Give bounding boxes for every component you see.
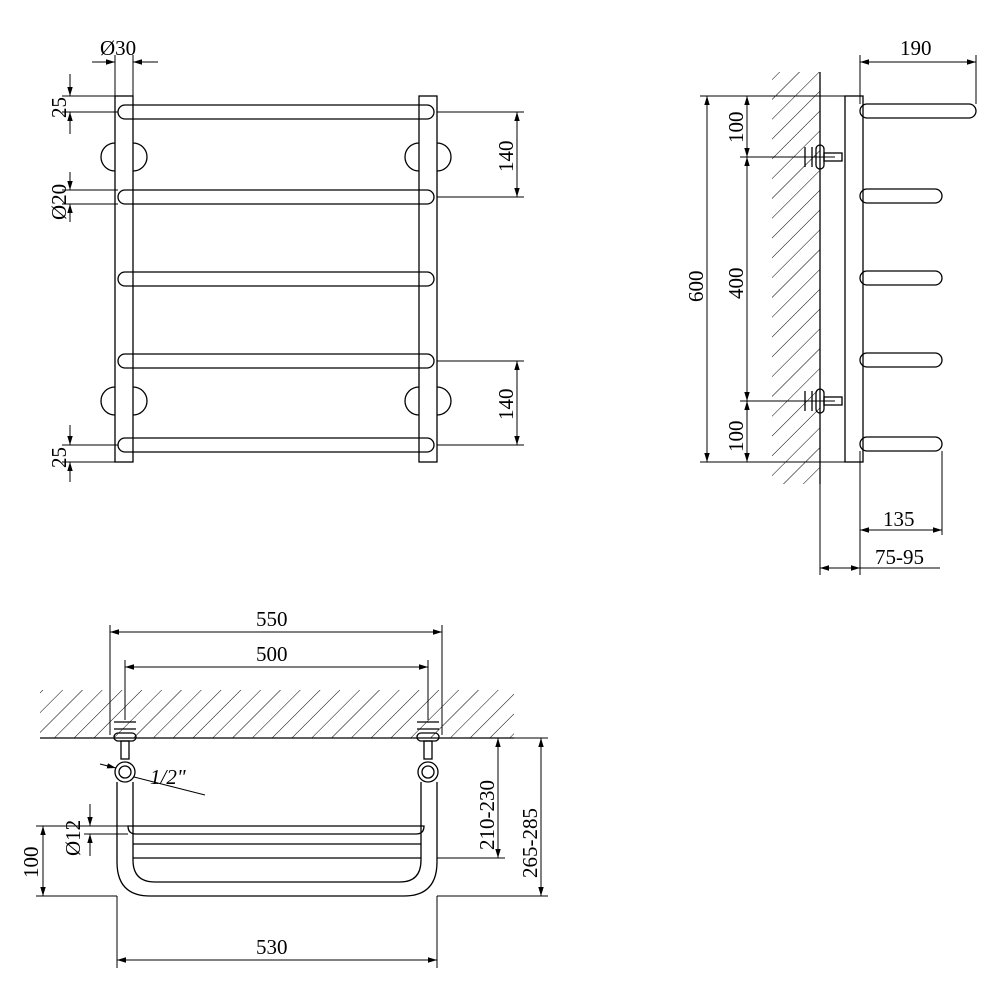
rail-3 bbox=[117, 271, 435, 287]
rail-4 bbox=[117, 353, 435, 369]
left-bottom-connector-icon bbox=[100, 386, 148, 416]
dim-depth-b: 265-285 bbox=[518, 808, 542, 878]
dim-top-connection: 140 bbox=[494, 141, 518, 173]
rail-1 bbox=[117, 104, 435, 120]
top-left-fitting-icon bbox=[113, 721, 137, 760]
dim-top-offset: 25 bbox=[47, 97, 71, 118]
side-collector bbox=[844, 95, 864, 463]
top-view: 550 500 1/2" Ø12 100 210-230 265-285 bbox=[19, 607, 548, 968]
side-rail-1 bbox=[859, 103, 977, 119]
side-view: 190 600 100 400 100 135 75-95 bbox=[684, 36, 977, 575]
top-wall-hatch bbox=[40, 690, 514, 738]
right-bottom-connector-icon bbox=[404, 386, 452, 416]
top-left-collector bbox=[114, 761, 136, 783]
top-rail-outer bbox=[116, 782, 438, 897]
right-top-connector-icon bbox=[404, 142, 452, 172]
side-wall-hatch bbox=[772, 72, 820, 484]
dim-thread: 1/2" bbox=[150, 765, 186, 789]
dim-depth: 190 bbox=[900, 36, 932, 60]
rail-5 bbox=[117, 437, 435, 453]
dim-total-height: 600 bbox=[684, 271, 708, 303]
dim-wall-gap: 75-95 bbox=[875, 545, 924, 569]
dim-connection-spacing: 500 bbox=[256, 642, 288, 666]
top-rail-inner bbox=[132, 782, 422, 883]
dim-top: 100 bbox=[724, 112, 748, 144]
top-right-fitting-icon bbox=[416, 721, 440, 760]
side-rail-3 bbox=[859, 270, 943, 286]
side-rail-4 bbox=[859, 352, 943, 368]
rail-2 bbox=[117, 189, 435, 205]
dim-width-outer: 550 bbox=[256, 607, 288, 631]
dim-rail-diameter: Ø20 bbox=[47, 184, 71, 220]
dim-shelf-diameter: Ø12 bbox=[61, 820, 85, 856]
right-collector bbox=[418, 95, 438, 463]
dim-outer-tube-diameter: Ø30 bbox=[100, 36, 136, 60]
top-right-collector bbox=[417, 761, 439, 783]
dim-bottom-connection: 140 bbox=[494, 389, 518, 421]
dim-width-bottom: 530 bbox=[256, 935, 288, 959]
left-top-connector-icon bbox=[100, 142, 148, 172]
side-rail-5 bbox=[859, 436, 943, 452]
dim-bottom: 100 bbox=[724, 421, 748, 453]
dim-depth-a: 210-230 bbox=[475, 780, 499, 850]
dim-rail-depth: 135 bbox=[883, 507, 915, 531]
dim-middle: 400 bbox=[724, 268, 748, 300]
left-collector bbox=[114, 95, 134, 463]
dim-shelf-height: 100 bbox=[19, 847, 43, 879]
side-rail-2 bbox=[859, 188, 943, 204]
dim-bottom-offset: 25 bbox=[47, 447, 71, 468]
front-view: Ø30 25 Ø20 25 140 140 bbox=[47, 36, 524, 482]
shelf-bar-1 bbox=[127, 825, 425, 835]
